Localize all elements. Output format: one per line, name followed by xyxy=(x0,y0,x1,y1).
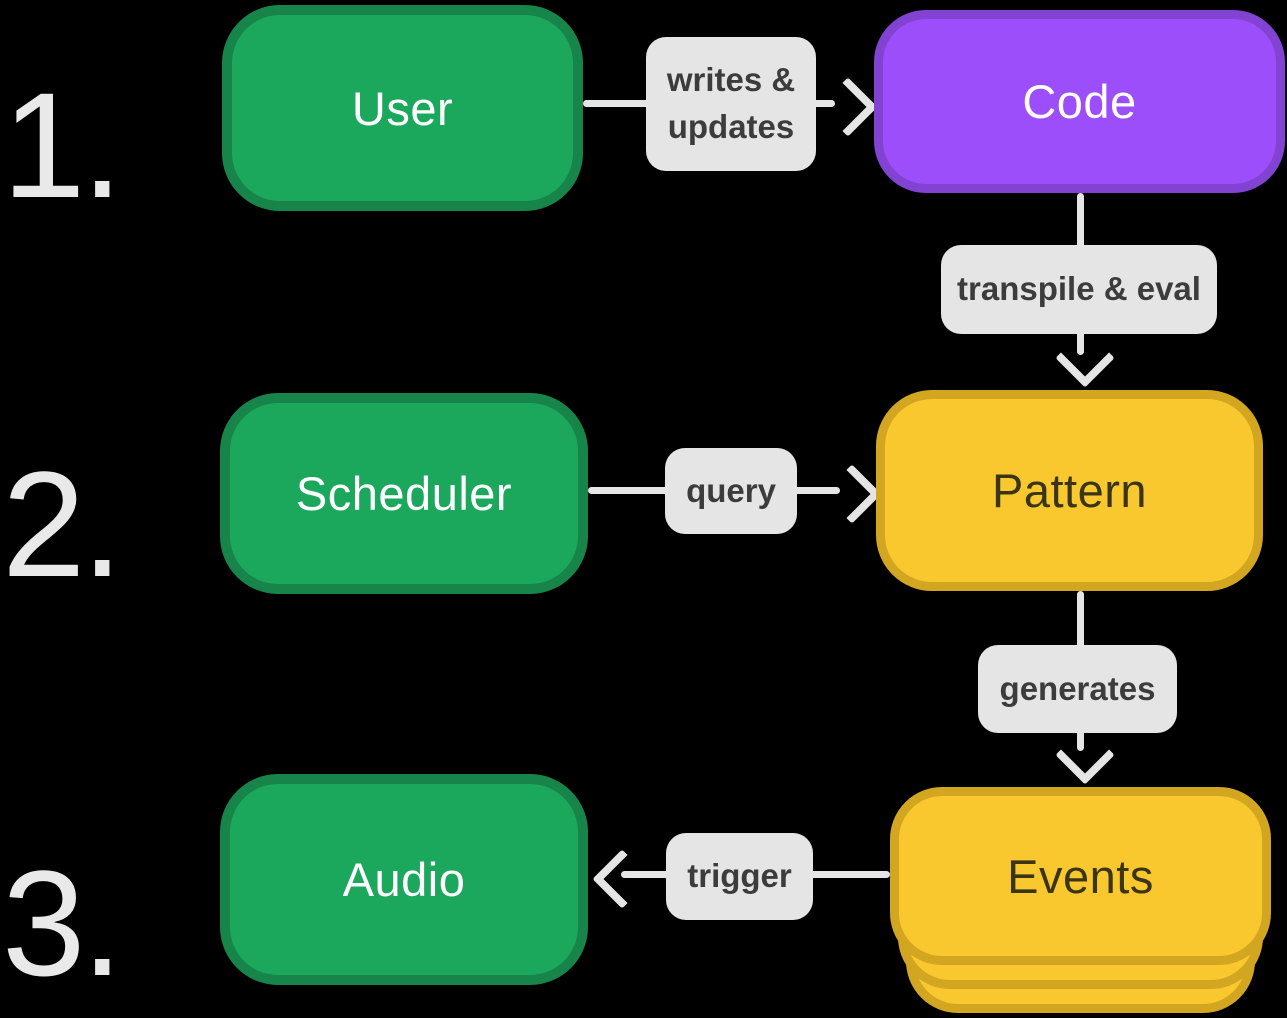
node-events: Events xyxy=(890,787,1271,965)
node-user-label: User xyxy=(351,81,454,135)
edge-label-generates: generates xyxy=(978,645,1177,733)
node-code-label: Code xyxy=(1022,75,1137,128)
step-number-2: 2. xyxy=(2,440,123,608)
arrowhead-right-icon xyxy=(822,464,882,524)
edge-label-transpile-eval: transpile & eval xyxy=(941,245,1217,334)
step-number-1: 1. xyxy=(2,61,123,229)
arrowhead-down-icon xyxy=(1055,328,1115,388)
node-pattern-label: Pattern xyxy=(991,464,1148,517)
node-audio: Audio xyxy=(220,774,588,985)
node-code: Code xyxy=(874,10,1285,193)
node-scheduler: Scheduler xyxy=(220,393,588,594)
node-events-label: Events xyxy=(1007,849,1154,903)
edge-label-writes-updates: writes & updates xyxy=(646,37,816,171)
edge-label-query: query xyxy=(665,448,797,534)
node-audio-label: Audio xyxy=(342,853,466,906)
node-pattern: Pattern xyxy=(876,390,1263,591)
arrowhead-left-icon xyxy=(592,849,652,909)
node-scheduler-label: Scheduler xyxy=(295,467,513,520)
node-user: User xyxy=(222,5,583,211)
arrowhead-right-icon xyxy=(818,77,878,137)
step-number-3: 3. xyxy=(2,839,123,1007)
edge-label-trigger: trigger xyxy=(666,833,813,920)
arrowhead-down-icon xyxy=(1055,725,1115,785)
